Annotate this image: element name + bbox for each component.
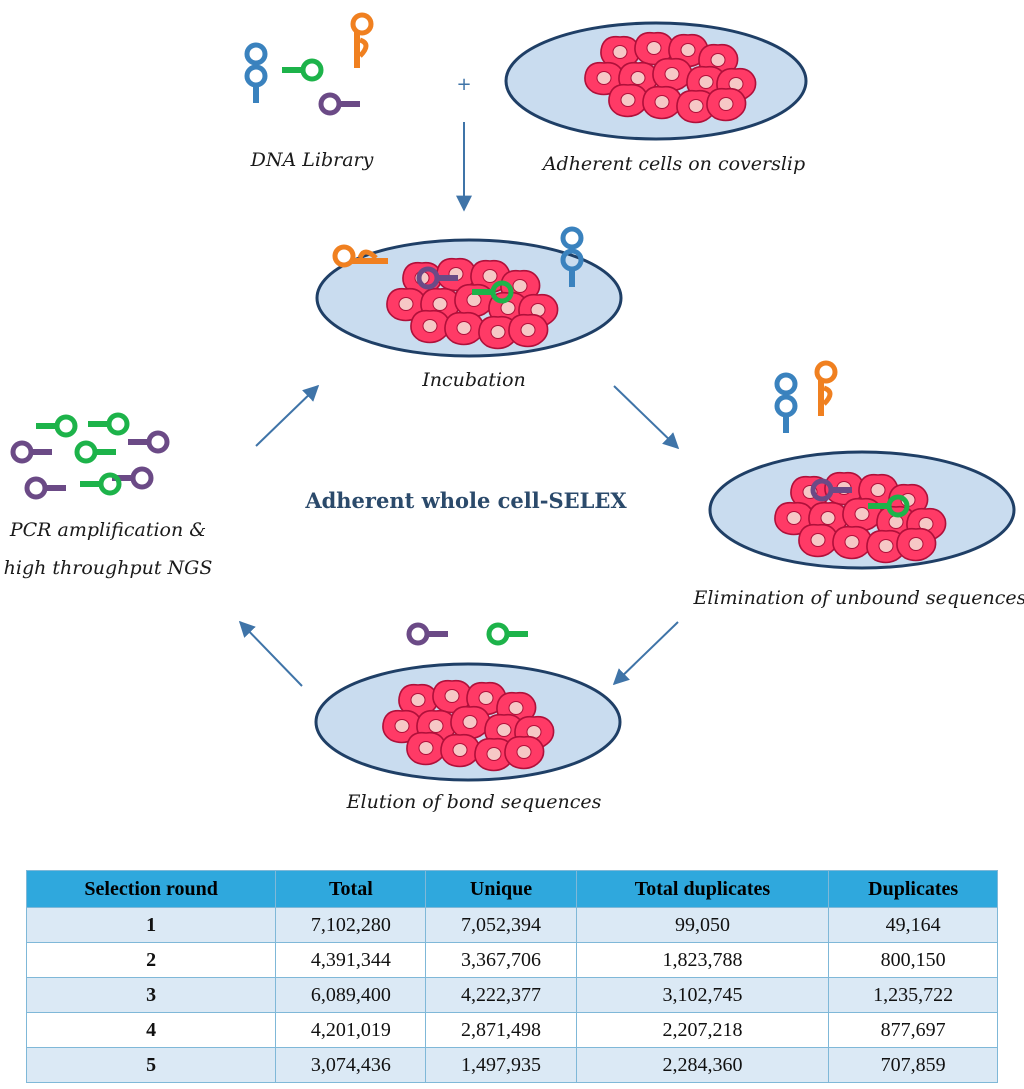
cell-total: 3,074,436: [275, 1047, 427, 1083]
plus-sign: +: [456, 74, 471, 95]
header-total-duplicates: Total duplicates: [575, 870, 830, 908]
eluted-aptamers: [409, 625, 528, 643]
cell-round: 4: [25, 1012, 277, 1048]
table-row: 2 4,391,344 3,367,706 1,823,788 800,150: [25, 942, 998, 978]
dna-library-aptamers: [247, 15, 371, 113]
dish-elution: [314, 662, 622, 782]
cell-round: 3: [25, 977, 277, 1013]
pcr-caption-line2: high throughput NGS: [4, 557, 213, 579]
cell-total-duplicates: 3,102,745: [575, 977, 830, 1013]
cell-unique: 4,222,377: [425, 977, 577, 1013]
header-selection-round: Selection round: [25, 870, 277, 908]
cell-total-duplicates: 99,050: [575, 907, 830, 943]
cell-duplicates: 49,164: [828, 907, 998, 943]
arrow-to-elimination: [613, 385, 680, 450]
arrow-to-pcr: [238, 620, 303, 687]
table-row: 4 4,201,019 2,871,498 2,207,218 877,697: [25, 1012, 998, 1048]
cell-unique: 2,871,498: [425, 1012, 577, 1048]
pcr-caption-line1: PCR amplification &: [9, 519, 206, 541]
cell-unique: 3,367,706: [425, 942, 577, 978]
table-row: 5 3,074,436 1,497,935 2,284,360 707,859: [25, 1047, 998, 1083]
cell-duplicates: 877,697: [828, 1012, 998, 1048]
header-unique: Unique: [425, 870, 577, 908]
selection-rounds-table-container: Selection round Total Unique Total dupli…: [25, 870, 998, 1083]
cell-unique: 7,052,394: [425, 907, 577, 943]
selection-rounds-table: Selection round Total Unique Total dupli…: [25, 870, 998, 1083]
table-row: 3 6,089,400 4,222,377 3,102,745 1,235,72…: [25, 977, 998, 1013]
elimination-caption: Elimination of unbound sequences: [693, 587, 1024, 609]
cell-total: 7,102,280: [275, 907, 427, 943]
elution-caption: Elution of bond sequences: [346, 791, 602, 813]
arrow-to-incubation: [255, 384, 320, 447]
cell-total: 6,089,400: [275, 977, 427, 1013]
dish-elimination: [708, 450, 1016, 570]
cell-duplicates: 1,235,722: [828, 977, 998, 1013]
center-title: Adherent whole cell-SELEX: [304, 488, 627, 513]
incubation-caption: Incubation: [421, 369, 526, 391]
cell-round: 5: [25, 1047, 277, 1083]
cell-total: 4,391,344: [275, 942, 427, 978]
header-total: Total: [275, 870, 427, 908]
dna-library-caption: DNA Library: [250, 149, 374, 171]
cell-duplicates: 800,150: [828, 942, 998, 978]
dish-adherent-cells: [504, 21, 808, 141]
eliminated-aptamers: [777, 363, 835, 433]
header-duplicates: Duplicates: [828, 870, 998, 908]
cell-unique: 1,497,935: [425, 1047, 577, 1083]
arrow-to-elution: [612, 621, 679, 686]
dish-incubation: [315, 229, 623, 358]
cell-duplicates: 707,859: [828, 1047, 998, 1083]
table-row: 1 7,102,280 7,052,394 99,050 49,164: [25, 907, 998, 943]
cell-total-duplicates: 2,284,360: [575, 1047, 830, 1083]
cell-round: 2: [25, 942, 277, 978]
table-header-row: Selection round Total Unique Total dupli…: [25, 870, 998, 908]
adherent-cells-caption: Adherent cells on coverslip: [541, 153, 805, 175]
cell-total-duplicates: 2,207,218: [575, 1012, 830, 1048]
cell-total: 4,201,019: [275, 1012, 427, 1048]
cell-total-duplicates: 1,823,788: [575, 942, 830, 978]
cell-round: 1: [25, 907, 277, 943]
pcr-aptamer-pool: [13, 415, 167, 497]
selex-diagram: DNA Library + Adherent cells on coversli…: [4, 0, 1024, 813]
